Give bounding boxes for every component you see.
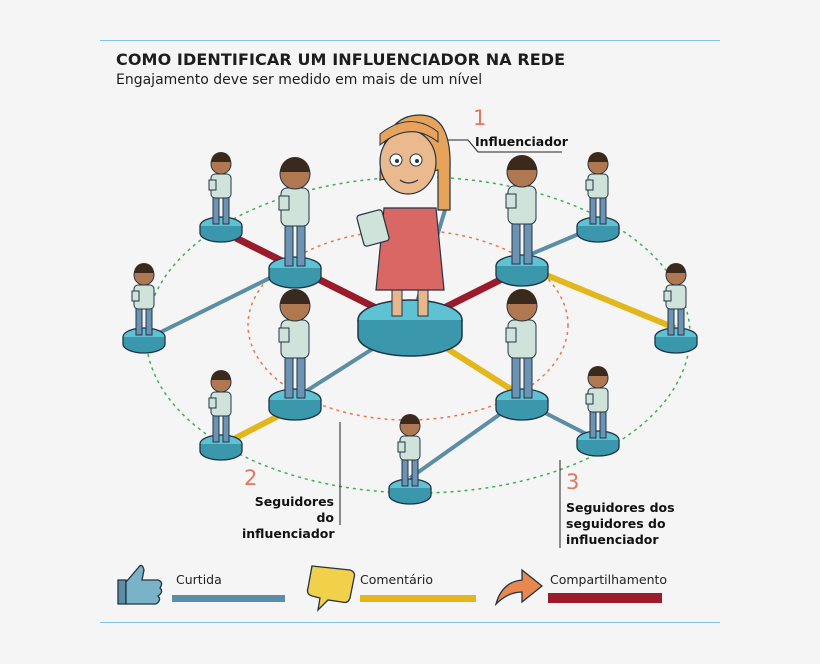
link-like <box>154 266 291 337</box>
person-outer <box>388 413 432 505</box>
page-subtitle: Engajamento deve ser medido em mais de u… <box>116 72 483 88</box>
label-3-text: Seguidores dos seguidores do influenciad… <box>566 500 675 548</box>
legend-label-like: Curtida <box>176 572 222 587</box>
person-outer <box>576 365 620 457</box>
label-1-text: Influenciador <box>475 134 568 149</box>
label-2-number: 2 <box>244 466 258 490</box>
person-follower <box>268 288 322 421</box>
label-3-line1: Seguidores dos <box>566 500 675 515</box>
person-follower <box>495 288 549 421</box>
label-3-line2: seguidores do <box>566 516 666 531</box>
label-2-line2: influenciador <box>242 526 335 541</box>
top-rule <box>100 40 720 41</box>
person-follower <box>268 156 322 289</box>
person-outer <box>199 151 243 243</box>
legend-line-share <box>548 593 662 603</box>
person-outer <box>122 262 166 354</box>
legend-label-comment: Comentário <box>360 572 433 587</box>
label-3-number: 3 <box>566 470 580 494</box>
person-outer <box>199 369 243 461</box>
person-follower <box>495 154 549 287</box>
page-title: COMO IDENTIFICAR UM INFLUENCIADOR NA RED… <box>116 50 566 69</box>
label-3-line3: influenciador <box>566 532 659 547</box>
label-2-text: Seguidores do influenciador <box>242 494 335 542</box>
label-2-line1: Seguidores do <box>254 494 334 525</box>
legend-label-share: Compartilhamento <box>550 572 668 587</box>
legend-line-comment <box>360 595 476 602</box>
label-1-number: 1 <box>473 106 487 130</box>
legend-line-like <box>172 595 285 602</box>
leader-line-1 <box>447 139 562 153</box>
person-outer <box>654 262 698 354</box>
influencer-figure <box>356 114 463 357</box>
bottom-rule <box>100 622 720 623</box>
person-outer <box>576 151 620 243</box>
